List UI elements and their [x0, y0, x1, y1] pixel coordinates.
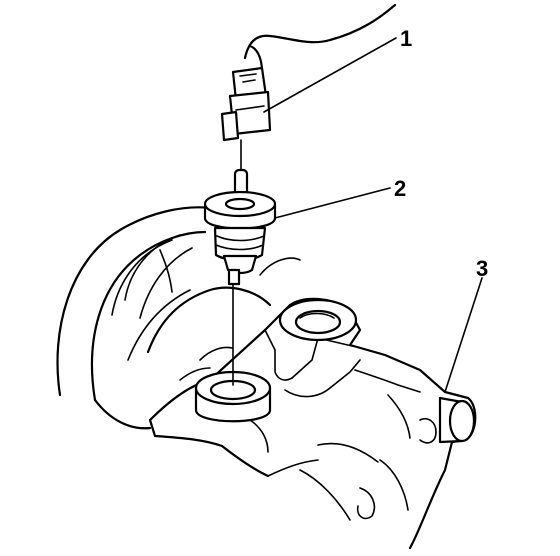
sensor-port-boss [194, 370, 272, 423]
housing-casting [56, 206, 301, 430]
leader-line-1 [263, 37, 397, 113]
leader-lines [263, 37, 483, 393]
sensor [203, 168, 277, 286]
callout-1: 1 [400, 26, 412, 51]
callout-2: 2 [394, 176, 406, 201]
leader-line-2 [274, 187, 391, 219]
manifold-outlet [438, 396, 476, 444]
leader-line-3 [444, 277, 483, 393]
harness-connector [220, 3, 397, 142]
upper-port-boss [278, 298, 358, 342]
callout-3: 3 [476, 256, 488, 281]
